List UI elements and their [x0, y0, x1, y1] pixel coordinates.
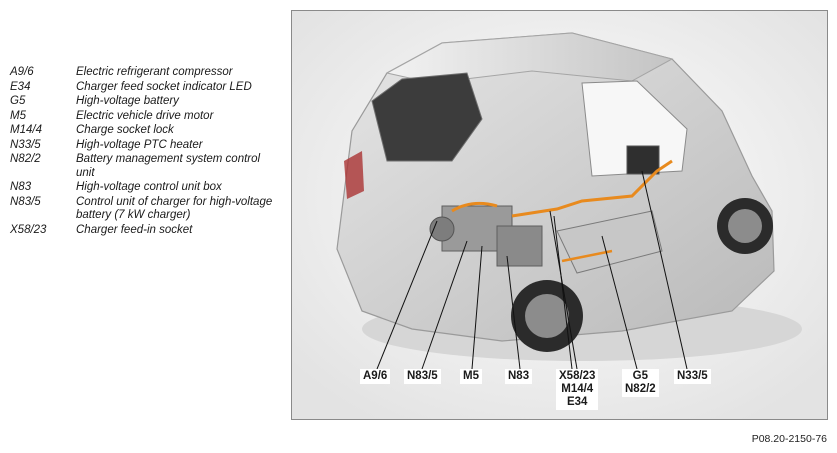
- front-rim: [728, 209, 762, 243]
- callout-e34: E34: [566, 396, 588, 408]
- leader-n33-5: [641, 170, 688, 370]
- callout-a9-6: A9/6: [360, 369, 391, 384]
- legend-desc: Control unit of charger for high-voltage…: [76, 195, 273, 222]
- ptc-heater: [626, 145, 660, 175]
- legend-desc: Charge socket lock: [76, 124, 174, 136]
- callout-n33-5: N33/5: [674, 369, 711, 384]
- callout-m14-4: M14/4: [561, 383, 594, 395]
- callout-g5-n82: G5 N82/2: [622, 369, 659, 397]
- leader-g5: [601, 235, 638, 370]
- callout-x58-m14-e34: X58/23 M14/4 E34: [556, 369, 599, 410]
- legend-code: G5: [10, 95, 26, 107]
- callout-n83: N83: [505, 369, 533, 384]
- legend-desc: Charger feed-in socket: [76, 223, 193, 236]
- legend-row-n83-5: N83/5 Control unit of charger for high-v…: [10, 196, 275, 223]
- hv-cable-rear: [451, 201, 498, 213]
- legend-code: X58/23: [10, 223, 47, 236]
- hv-cable-battery: [561, 249, 613, 263]
- callout-n82-2: N82/2: [625, 383, 656, 395]
- legend-code: E34: [10, 80, 31, 93]
- leader-a9-6: [376, 220, 438, 370]
- leader-m14-4: [553, 215, 573, 370]
- control-box: [496, 225, 543, 267]
- car-cutaway-drawing: [292, 11, 827, 419]
- legend-code: M5: [10, 109, 26, 122]
- callout-x58-23: X58/23: [559, 370, 596, 382]
- legend-row-n33-5: N33/5 High-voltage PTC heater: [10, 139, 275, 153]
- legend-desc: Electric vehicle drive motor: [76, 109, 214, 122]
- callout-g5: G5: [632, 370, 649, 382]
- legend-desc: High-voltage PTC heater: [76, 138, 203, 151]
- legend-row-g5: G5 High-voltage battery: [10, 95, 275, 109]
- legend-code: N83: [10, 181, 32, 193]
- vehicle-illustration: A9/6 N83/5 M5 N83 X58/23 M14/4 E34 G5 N8…: [291, 10, 828, 420]
- legend-desc: Battery management system control unit: [76, 153, 261, 179]
- legend-desc: High-voltage control unit box: [76, 181, 222, 193]
- side-window: [581, 80, 688, 177]
- legend-row-a9-6: A9/6 Electric refrigerant compressor: [10, 66, 275, 80]
- legend-row-n82-2: N82/2 Battery management system control …: [10, 153, 275, 180]
- legend-row-e34: E34 Charger feed socket indicator LED: [10, 81, 275, 95]
- figure-reference-number: P08.20-2150-76: [751, 433, 827, 445]
- hv-cable-main: [511, 159, 673, 218]
- leader-m5: [471, 245, 483, 370]
- legend-code: N33/5: [10, 138, 41, 151]
- legend-row-x58-23: X58/23 Charger feed-in socket: [10, 224, 275, 238]
- callout-m5: M5: [460, 369, 482, 384]
- legend-code: N82/2: [10, 153, 41, 165]
- callout-n83-5: N83/5: [404, 369, 441, 384]
- legend-row-m14-4: M14/4 Charge socket lock: [10, 124, 275, 138]
- rear-window: [371, 72, 483, 162]
- tail-light: [344, 151, 364, 199]
- legend-code: N83/5: [10, 195, 41, 208]
- leader-x58-23: [549, 210, 578, 370]
- legend-row-n83: N83 High-voltage control unit box: [10, 181, 275, 195]
- legend-code: A9/6: [10, 66, 34, 78]
- leader-n83-5: [421, 240, 468, 370]
- rear-rim: [525, 294, 569, 338]
- legend-desc: High-voltage battery: [76, 95, 179, 107]
- component-legend: A9/6 Electric refrigerant compressor E34…: [10, 66, 275, 238]
- legend-desc: Charger feed socket indicator LED: [76, 80, 252, 93]
- legend-code: M14/4: [10, 124, 42, 136]
- legend-row-m5: M5 Electric vehicle drive motor: [10, 110, 275, 124]
- legend-desc: Electric refrigerant compressor: [76, 66, 233, 78]
- leader-n83: [506, 255, 521, 370]
